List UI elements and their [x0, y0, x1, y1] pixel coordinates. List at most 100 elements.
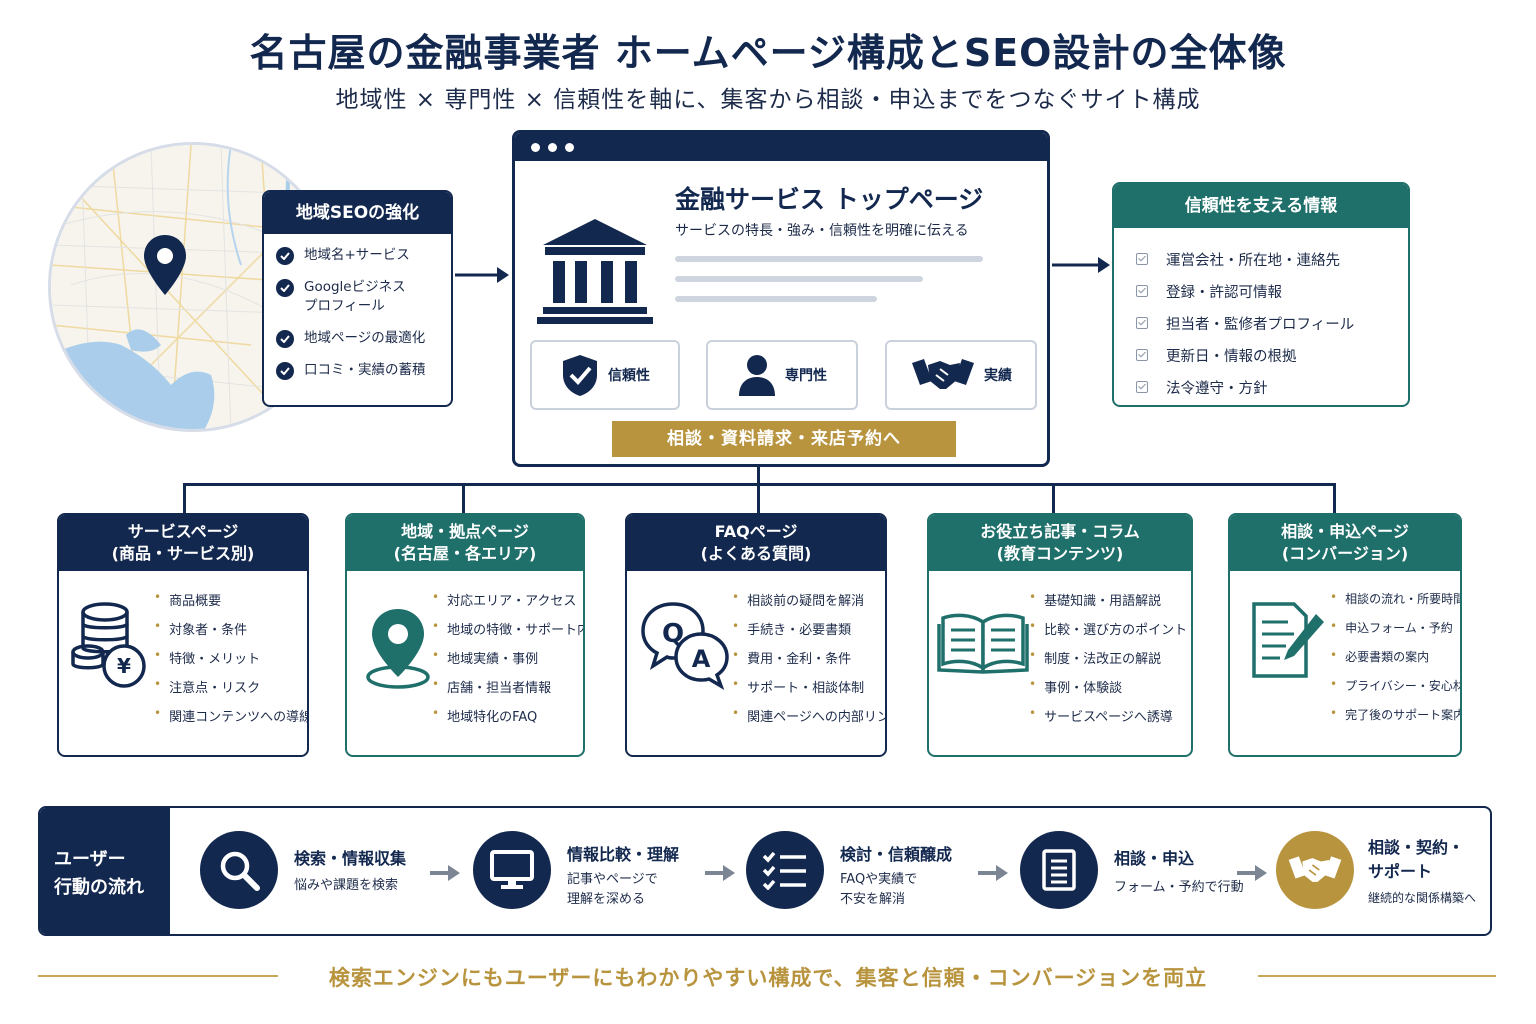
- bank-building-icon: [537, 219, 653, 324]
- list-item: •制度・法改正の解説: [1029, 648, 1162, 667]
- person-icon: [739, 355, 775, 396]
- top-page-description: サービスの特長・強み・信頼性を明確に伝える: [675, 223, 969, 239]
- checklist-icon: [746, 831, 824, 909]
- list-item: •相談前の疑問を解消: [732, 590, 865, 609]
- top-page-title: 金融サービス トップページ: [675, 185, 984, 214]
- svg-text:¥: ¥: [117, 654, 131, 678]
- list-item: •関連コンテンツへの導線: [154, 706, 309, 725]
- handshake-icon: [912, 359, 974, 389]
- user-flow-label: ユーザー 行動の流れ: [40, 808, 170, 934]
- footer-divider: [1258, 975, 1496, 977]
- card-title: 相談・申込ページ(コンバージョン): [1230, 515, 1460, 571]
- search-icon: [200, 831, 278, 909]
- placeholder-line: [675, 256, 983, 262]
- list-item: •手続き・必要書類: [732, 619, 852, 638]
- feature-trust: 信頼性: [530, 340, 680, 410]
- cta-button[interactable]: 相談・資料請求・来店予約へ: [612, 421, 956, 457]
- coins-yen-icon: ¥: [71, 602, 146, 688]
- feature-results: 実績: [885, 340, 1037, 410]
- monitor-icon: [473, 831, 551, 909]
- arrow-right-icon: [430, 865, 460, 881]
- document-pen-icon: [1252, 602, 1324, 678]
- checkbox-icon: [1136, 349, 1148, 361]
- connector-line: [462, 483, 465, 514]
- checkbox-icon: [1136, 317, 1148, 329]
- checkbox-icon: [1136, 381, 1148, 393]
- card-list: •対応エリア・アクセス •地域の特徴・サポート内容 •地域実績・事例 •店舗・担…: [432, 590, 583, 735]
- svg-text:A: A: [692, 645, 711, 673]
- list-item: Googleビジネス プロフィール: [276, 278, 451, 316]
- list-item: •完了後のサポート案内: [1330, 706, 1462, 722]
- svg-text:Q: Q: [662, 619, 684, 649]
- list-item: 更新日・情報の根拠: [1136, 339, 1408, 371]
- placeholder-line: [675, 296, 877, 302]
- card-articles-page: お役立ち記事・コラム(教育コンテンツ) •基礎知識・用語解説 •比較・選び方のポ…: [927, 513, 1193, 757]
- card-title: 地域・拠点ページ(名古屋・各エリア): [347, 515, 583, 571]
- check-icon: [276, 279, 294, 297]
- regional-seo-box: 地域SEOの強化 地域名+サービス Googleビジネス プロフィール 地域ペー…: [262, 190, 453, 407]
- card-list: •基礎知識・用語解説 •比較・選び方のポイント •制度・法改正の解説 •事例・体…: [1029, 590, 1187, 735]
- list-item: •プライバシー・安心材料: [1330, 677, 1460, 693]
- footer-tagline: 検索エンジンにもユーザーにもわかりやすい構成で、集客と信頼・コンバージョンを両立: [328, 966, 1208, 990]
- list-item: 地域名+サービス: [276, 246, 451, 265]
- list-item: •注意点・リスク: [154, 677, 261, 696]
- list-item: •比較・選び方のポイント: [1029, 619, 1188, 638]
- list-item: 法令遵守・方針: [1136, 371, 1408, 403]
- checkbox-icon: [1136, 285, 1148, 297]
- list-item: •必要書類の案内: [1330, 648, 1430, 664]
- flow-step-apply: 相談・申込 フォーム・予約で行動: [1020, 808, 1260, 934]
- check-icon: [276, 362, 294, 380]
- card-list: •相談の流れ・所要時間 •申込フォーム・予約 •必要書類の案内 •プライバシー・…: [1330, 590, 1462, 735]
- checkbox-icon: [1136, 253, 1148, 265]
- window-titlebar: [515, 133, 1047, 161]
- top-page-window: 金融サービス トップページ サービスの特長・強み・信頼性を明確に伝える 信頼性 …: [512, 130, 1050, 467]
- qa-bubbles-icon: Q A: [641, 602, 729, 690]
- feature-expertise: 専門性: [706, 340, 858, 410]
- list-item: •地域実績・事例: [432, 648, 539, 667]
- form-document-icon: [1020, 831, 1098, 909]
- user-flow-panel: ユーザー 行動の流れ 検索・情報収集 悩みや課題を検索 情報比較・理解 記事やペ…: [38, 806, 1492, 936]
- card-faq-page: FAQページ(よくある質問) Q A •相談前の疑問を解消 •手続き・必要書類 …: [625, 513, 887, 757]
- list-item: •基礎知識・用語解説: [1029, 590, 1162, 609]
- list-item: •地域の特徴・サポート内容: [432, 619, 583, 638]
- card-title: サービスページ(商品・サービス別): [59, 515, 307, 571]
- list-item: •地域特化のFAQ: [432, 706, 538, 725]
- shield-check-icon: [563, 355, 597, 396]
- handshake-icon: [1276, 831, 1354, 909]
- list-item: 運営会社・所在地・連絡先: [1136, 243, 1408, 275]
- arrow-right-icon: [1052, 257, 1110, 273]
- arrow-right-icon: [978, 865, 1008, 881]
- list-item: •対応エリア・アクセス: [432, 590, 577, 609]
- list-item: 口コミ・実績の蓄積: [276, 361, 451, 380]
- trust-info-title: 信頼性を支える情報: [1114, 184, 1408, 228]
- list-item: 地域ページの最適化: [276, 329, 451, 348]
- flow-step-consider: 検討・信頼醸成 FAQや実績で 不安を解消: [746, 808, 986, 934]
- card-title: お役立ち記事・コラム(教育コンテンツ): [929, 515, 1191, 571]
- arrow-right-icon: [1237, 865, 1267, 881]
- trust-info-list: 運営会社・所在地・連絡先 登録・許認可情報 担当者・監修者プロフィール 更新日・…: [1114, 228, 1408, 403]
- flow-step-search: 検索・情報収集 悩みや課題を検索: [200, 808, 440, 934]
- card-conversion-page: 相談・申込ページ(コンバージョン) •相談の流れ・所要時間 •申込フォーム・予約…: [1228, 513, 1462, 757]
- connector-line: [757, 483, 760, 514]
- card-service-page: サービスページ(商品・サービス別) ¥ •商品概要 •対象者・条件 •特徴・メリ…: [57, 513, 309, 757]
- list-item: •特徴・メリット: [154, 648, 261, 667]
- location-pin-icon: [144, 235, 186, 295]
- arrow-right-icon: [705, 865, 735, 881]
- page-subtitle: 地域性 × 専門性 × 信頼性を軸に、集客から相談・申込までをつなぐサイト構成: [335, 87, 1201, 113]
- list-item: 登録・許認可情報: [1136, 275, 1408, 307]
- connector-line: [757, 467, 760, 484]
- arrow-right-icon: [455, 267, 509, 283]
- check-icon: [276, 247, 294, 265]
- placeholder-line: [675, 276, 923, 282]
- list-item: 担当者・監修者プロフィール: [1136, 307, 1408, 339]
- flow-step-contract: 相談・契約・ サポート 継続的な関係構築へ: [1276, 808, 1490, 934]
- connector-line: [1052, 483, 1055, 514]
- card-regional-page: 地域・拠点ページ(名古屋・各エリア) •対応エリア・アクセス •地域の特徴・サポ…: [345, 513, 585, 757]
- page-title: 名古屋の金融事業者 ホームページ構成とSEO設計の全体像: [249, 31, 1287, 75]
- flow-step-compare: 情報比較・理解 記事やページで 理解を深める: [473, 808, 713, 934]
- list-item: •事例・体験談: [1029, 677, 1123, 696]
- card-list: •相談前の疑問を解消 •手続き・必要書類 •費用・金利・条件 •サポート・相談体…: [732, 590, 885, 735]
- card-title: FAQページ(よくある質問): [627, 515, 885, 571]
- list-item: •申込フォーム・予約: [1330, 619, 1453, 635]
- card-list: •商品概要 •対象者・条件 •特徴・メリット •注意点・リスク •関連コンテンツ…: [154, 590, 309, 735]
